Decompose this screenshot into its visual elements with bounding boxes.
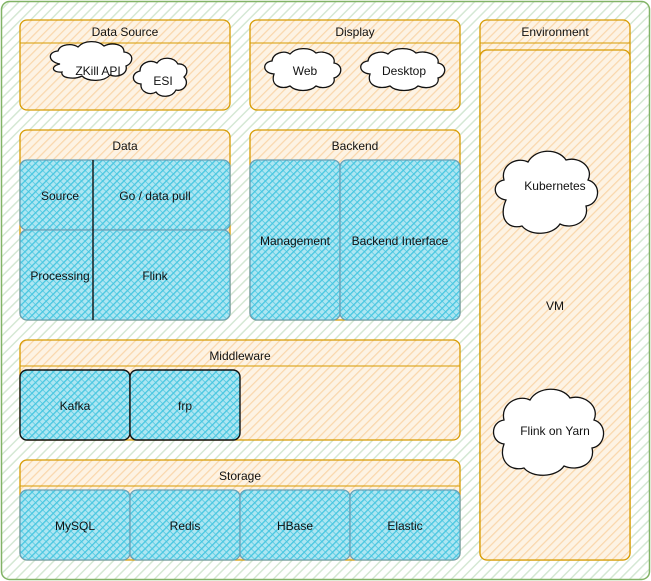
vm-label: VM [546, 299, 564, 313]
display-group: Display Web Desktop [249, 19, 461, 111]
data-title: Data [112, 139, 138, 153]
kubernetes-cloud [494, 150, 599, 234]
elastic-label: Elastic [387, 519, 422, 533]
frp-label: frp [178, 399, 192, 413]
elastic-box [349, 489, 461, 561]
environment-title: Environment [521, 25, 589, 39]
flink-on-yarn-cloud [492, 388, 605, 476]
kubernetes-label: Kubernetes [524, 179, 585, 193]
processing-value: Flink [142, 269, 168, 283]
source-label: Source [41, 189, 79, 203]
frp-box [129, 369, 241, 441]
data-group: Data Source Go / data pull Processing Fl… [19, 129, 231, 321]
data-processing-row [19, 229, 231, 321]
storage-title: Storage [219, 469, 261, 483]
middleware-title: Middleware [209, 349, 271, 363]
esi-cloud [132, 57, 188, 97]
backend-group: Backend Management Backend Interface [249, 129, 461, 321]
source-value: Go / data pull [119, 189, 190, 203]
mysql-label: MySQL [55, 519, 95, 533]
display-title: Display [335, 25, 374, 39]
flink-on-yarn-label: Flink on Yarn [520, 424, 590, 438]
environment-group: Environment VM Kubernetes Flink on Yarn [479, 19, 631, 561]
desktop-cloud [360, 47, 446, 92]
esi-label: ESI [153, 74, 172, 88]
hbase-label: HBase [277, 519, 313, 533]
redis-label: Redis [170, 519, 201, 533]
backend-title: Backend [332, 139, 379, 153]
web-cloud [264, 47, 342, 92]
backend-interface-box [339, 159, 461, 321]
middleware-group: Middleware Kafka frp [19, 339, 461, 441]
management-label: Management [260, 234, 331, 248]
storage-group: Storage MySQL Redis HBase Elastic [19, 459, 461, 561]
desktop-label: Desktop [382, 64, 426, 78]
web-label: Web [293, 64, 318, 78]
data-source-group: Data Source ZKill API ESI [19, 19, 231, 111]
zkill-api-cloud [49, 40, 133, 82]
processing-label: Processing [30, 269, 89, 283]
kafka-label: Kafka [60, 399, 91, 413]
backend-interface-label: Backend Interface [352, 234, 449, 248]
data-source-title: Data Source [92, 25, 159, 39]
zkill-api-label: ZKill API [75, 64, 120, 78]
